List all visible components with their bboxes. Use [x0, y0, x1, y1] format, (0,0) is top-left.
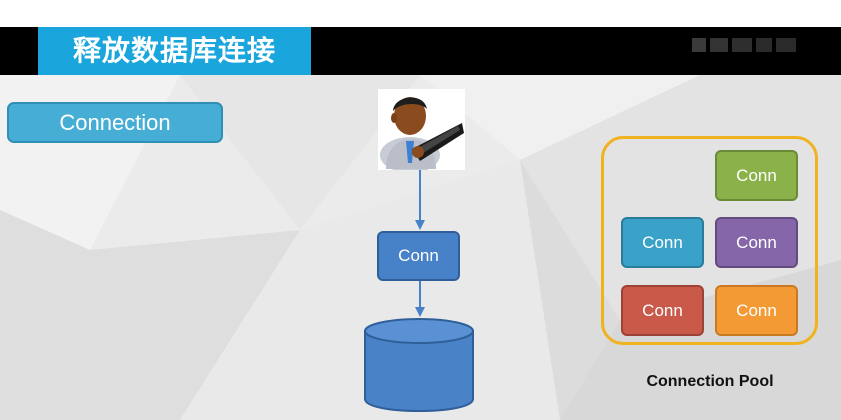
arrow-conn-to-database: [415, 281, 425, 317]
arrow-user-to-conn: [415, 170, 425, 230]
pool-connection: Conn: [715, 217, 798, 268]
user-with-keyboard-icon: [378, 89, 465, 170]
slide-title: 释放数据库连接: [38, 27, 311, 75]
logo-watermark: [692, 38, 796, 52]
pool-connection: Conn: [621, 285, 704, 336]
connection-concept-box: Connection: [7, 102, 223, 143]
pool-connection: Conn: [621, 217, 704, 268]
top-strip: [0, 0, 841, 27]
pool-connection: Conn: [715, 285, 798, 336]
main-connection-box: Conn: [377, 231, 460, 281]
connection-pool-label: Connection Pool: [646, 373, 774, 390]
connection-pool-frame: [601, 136, 818, 345]
pool-connection: Conn: [715, 150, 798, 201]
database-icon: [364, 318, 474, 412]
